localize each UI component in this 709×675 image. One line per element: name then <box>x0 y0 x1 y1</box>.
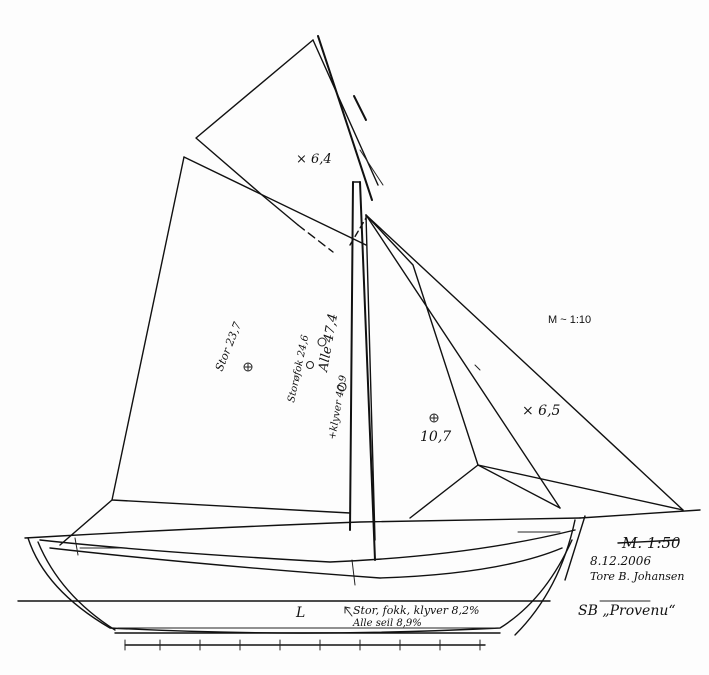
boat-name: SB „Provenu“ <box>578 603 676 619</box>
percent-note-sails: Stor, fokk, klyver 8,2% <box>353 604 479 617</box>
old-scale-struck: M. 1:50 <box>617 534 681 552</box>
mainsail-area-label: Stor 23,7 <box>213 320 244 373</box>
all-sails-area-label: Alle 47,4 <box>316 312 341 373</box>
waterline-mark: L <box>295 605 305 621</box>
foresail-area-label: 10,7 <box>420 429 451 445</box>
mast <box>349 181 376 586</box>
jib-outline <box>365 214 701 519</box>
main-topsail-area-label: Storøfok 24,6 <box>286 333 311 403</box>
hull <box>24 515 586 636</box>
percent-note-all: Alle seil 8,9% <box>352 618 422 629</box>
drawing-date: 8.12.2006 <box>590 554 651 568</box>
waterline <box>17 600 651 651</box>
scale-note: M ~ 1:10 <box>548 314 591 326</box>
foresail-outline <box>365 214 561 541</box>
topsail-outline <box>195 35 384 253</box>
centroid-markers <box>243 337 439 423</box>
old-scale-label: M. 1:50 <box>621 534 681 552</box>
with-jib-area-label: +klyver 40,9 <box>327 374 349 441</box>
topsail-area-label: × 6,4 <box>296 152 332 167</box>
mainsail-outline <box>59 156 367 546</box>
jib-area-label: × 6,5 <box>522 403 561 419</box>
arrow-pointer <box>344 606 353 617</box>
drawing-author: Tore B. Johansen <box>590 570 684 583</box>
